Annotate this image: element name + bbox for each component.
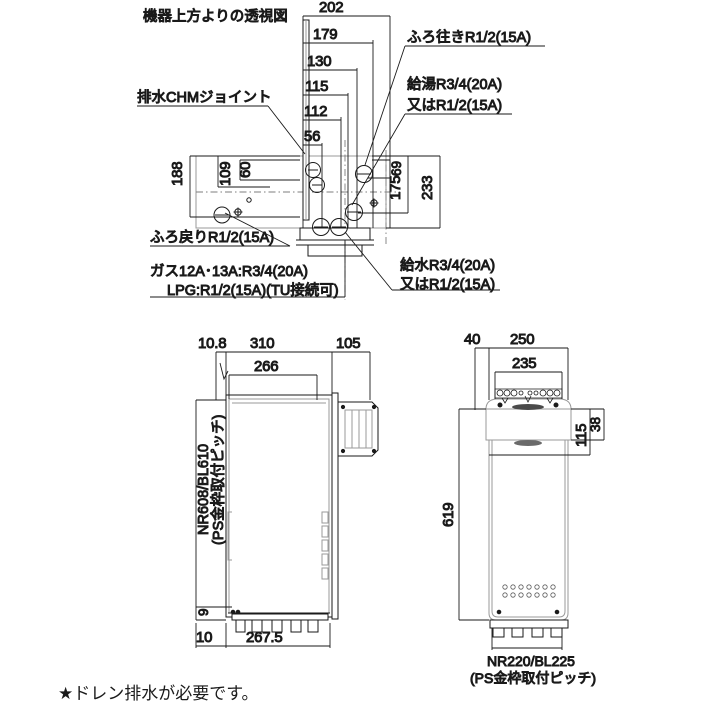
dim-38: 38 [588, 417, 603, 432]
top-view-manifold [296, 227, 374, 257]
top-view-group: 202 179 130 115 112 56 188 109 60 [137, 0, 545, 300]
side-view-right-dimensions [489, 408, 605, 456]
front-view-group: 10.8 310 105 266 NR608/BL610 (PS金枠取付ピッチ)… [195, 335, 379, 648]
dim-310: 310 [250, 335, 274, 352]
dim-115: 115 [305, 78, 328, 95]
dim-112: 112 [304, 103, 327, 120]
side-view-vent-holes [502, 584, 556, 598]
side-view-group: 40 250 235 38 115 619 NR220/BL225 (PS金枠 [440, 331, 605, 687]
dim-115: 115 [573, 424, 590, 447]
side-view-bottom-extension [491, 628, 563, 650]
callout-hot-water-supply-l2: 又はR1/2(15A) [407, 97, 502, 114]
front-view-height-label-l2: (PS金枠取付ピッチ) [210, 415, 227, 546]
dim-188: 188 [169, 162, 186, 186]
dim-619: 619 [440, 503, 457, 527]
dim-202: 202 [319, 0, 343, 16]
callout-gas-l1: ガス12A･13A:R3/4(20A) [150, 263, 308, 280]
dim-60: 60 [237, 162, 254, 178]
dim-69: 69 [389, 161, 404, 176]
dim-233: 233 [419, 176, 436, 200]
dim-105: 105 [336, 335, 360, 352]
dim-266: 266 [254, 358, 278, 375]
front-view-bottom-connections [228, 609, 330, 633]
front-view-bottom-dimensions [195, 623, 331, 648]
dim-56: 56 [304, 128, 320, 145]
top-view-horizontal-dimensions [302, 15, 391, 228]
dim-40: 40 [464, 331, 480, 348]
front-view-exhaust-adapter [337, 401, 379, 457]
top-view-right-dimensions [358, 155, 441, 229]
side-view-top-dimensions [474, 347, 569, 410]
dim-10: 10 [196, 629, 212, 646]
front-view-height-label-l1: NR608/BL610 [196, 444, 212, 535]
top-view-caption: 機器上方よりの透視図 [143, 8, 288, 25]
front-view-top-dimensions [215, 351, 371, 400]
top-view-left-dimensions [189, 155, 300, 218]
callout-gas-l2: LPG:R1/2(15A)(TU接続可) [167, 282, 339, 299]
callout-bath-return: ふろ戻りR1/2(15A) [150, 229, 274, 246]
dim-175: 175 [387, 176, 404, 200]
dim-179: 179 [313, 26, 337, 43]
dim-9: 9 [196, 608, 211, 616]
footer-note: ★ドレン排水が必要です。 [58, 684, 259, 703]
dim-235: 235 [512, 355, 536, 372]
front-view-louvers [321, 511, 329, 580]
callout-water-supply-l1: 給水R3/4(20A) [400, 257, 495, 274]
callout-drain-joint: 排水CHMジョイント [137, 89, 272, 106]
top-view-small-marks [233, 197, 379, 217]
top-view-ports [213, 162, 379, 236]
side-view-left-dimension [458, 408, 489, 621]
callout-bath-outlet: ふろ往きR1/2(15A) [407, 29, 531, 46]
dim-267-5: 267.5 [246, 629, 283, 646]
dim-109: 109 [217, 162, 234, 186]
side-view-caption-l2: (PS金枠取付ピッチ) [470, 670, 596, 686]
dim-250: 250 [510, 331, 534, 348]
side-view-top-hood [485, 398, 572, 446]
dim-10-8: 10.8 [198, 335, 226, 352]
callout-hot-water-supply-l1: 給湯R3/4(20A) [407, 76, 502, 93]
front-view-cabinet [225, 392, 339, 620]
side-view-caption-l1: NR220/BL225 [487, 653, 575, 669]
dim-130: 130 [307, 53, 331, 70]
front-view-left-dimensions [195, 399, 232, 621]
top-view-leaders [137, 45, 545, 298]
callout-water-supply-l2: 又はR1/2(15A) [400, 276, 495, 293]
